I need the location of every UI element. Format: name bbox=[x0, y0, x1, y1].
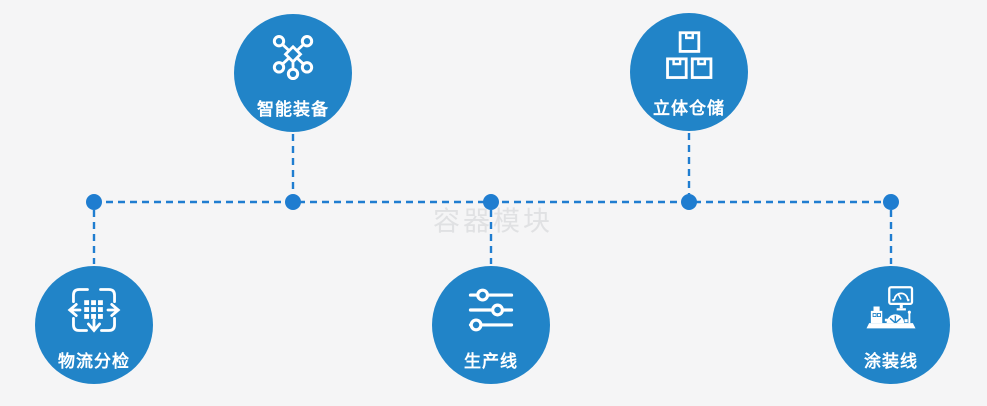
connector-dot bbox=[285, 194, 301, 210]
node-production-line: 生产线 bbox=[432, 266, 550, 384]
paint-machine-icon bbox=[863, 282, 919, 338]
node-label: 物流分检 bbox=[58, 352, 130, 371]
node-label: 生产线 bbox=[464, 352, 518, 371]
connector-dot bbox=[483, 194, 499, 210]
connector-dot bbox=[883, 194, 899, 210]
connector-dot bbox=[681, 194, 697, 210]
node-label: 涂装线 bbox=[864, 352, 918, 371]
node-label: 智能装备 bbox=[257, 100, 329, 119]
connector-dot bbox=[86, 194, 102, 210]
sliders-icon bbox=[463, 282, 519, 338]
sort-distribute-icon bbox=[66, 282, 122, 338]
node-logistics-sorting: 物流分检 bbox=[35, 266, 153, 384]
node-painting-line: 涂装线 bbox=[832, 266, 950, 384]
node-label: 立体仓储 bbox=[653, 99, 725, 118]
stacked-boxes-icon bbox=[661, 29, 717, 85]
node-smart-equipment: 智能装备 bbox=[234, 14, 352, 132]
node-warehouse: 立体仓储 bbox=[630, 13, 748, 131]
network-nodes-icon bbox=[265, 30, 321, 86]
